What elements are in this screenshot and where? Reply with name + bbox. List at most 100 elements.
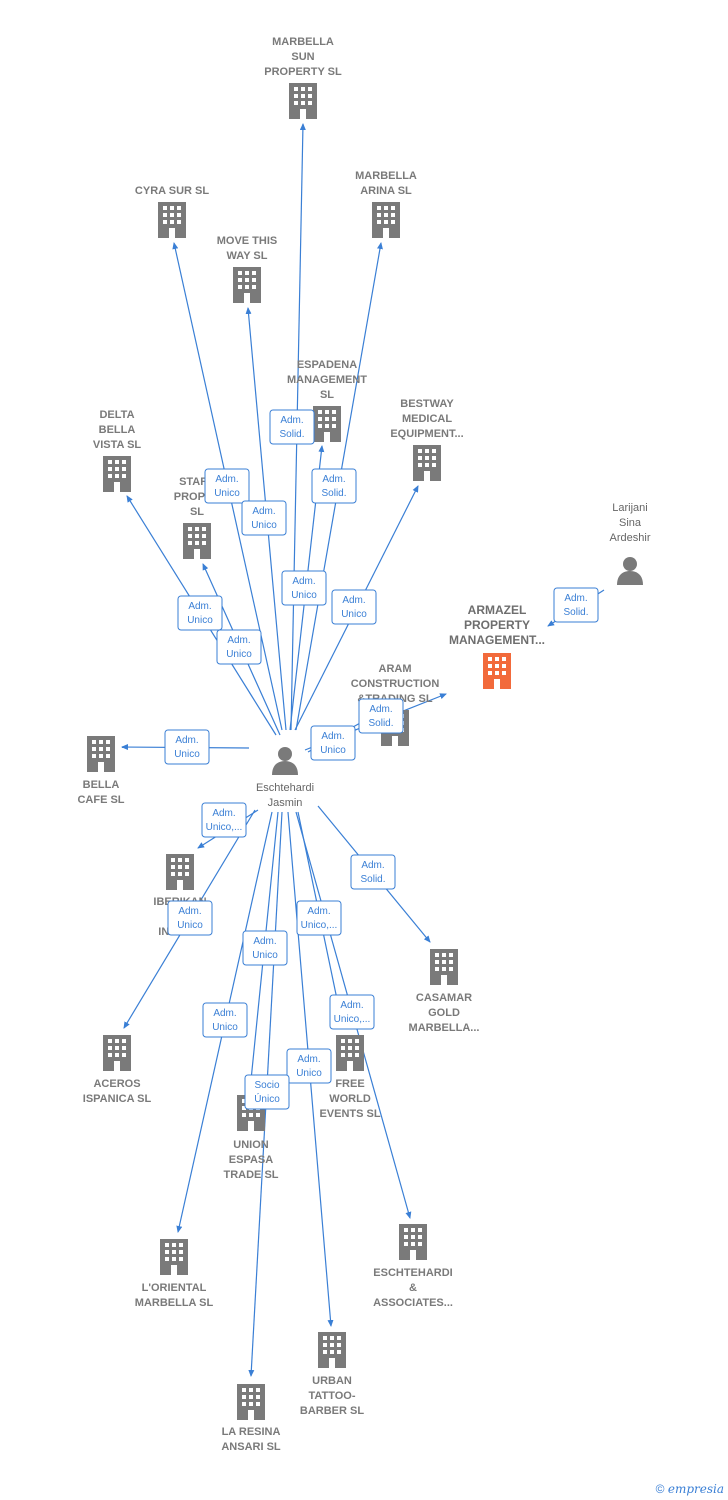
node-label-line: MARBELLA SL [135, 1297, 214, 1309]
node-eschtehardi-assoc[interactable]: ESCHTEHARDI&ASSOCIATES... [373, 1224, 453, 1309]
badge-label: Unico [177, 920, 203, 931]
badge-label: Adm. [188, 601, 211, 612]
node-label-line: ESPADENA [297, 359, 357, 371]
node-label-line: ASSOCIATES... [373, 1297, 453, 1309]
relation-badge[interactable]: Adm.Unico [216, 629, 262, 665]
relation-badge[interactable]: Adm.Unico [167, 900, 213, 936]
relation-badge[interactable]: Adm.Solid. [553, 587, 599, 623]
footer-brand[interactable]: © empresia [656, 1482, 724, 1496]
relation-badge[interactable]: Adm.Solid. [350, 854, 396, 890]
badge-label: Unico [174, 749, 200, 760]
node-label-line: ANSARI SL [221, 1441, 281, 1453]
relation-badge[interactable]: Adm.Unico [241, 500, 287, 536]
node-armazel[interactable]: ARMAZELPROPERTYMANAGEMENT... [449, 603, 545, 689]
node-label-line: ISPANICA SL [83, 1093, 152, 1105]
node-label-line: FREE [335, 1078, 364, 1090]
badge-label: Solid. [368, 718, 393, 729]
badge-label: Adm. [292, 576, 315, 587]
badge-label: Solid. [360, 874, 385, 885]
building-icon [183, 523, 211, 559]
building-icon [399, 1224, 427, 1260]
relation-badge[interactable]: Adm. Unico,... [201, 802, 247, 838]
node-label-line: Ardeshir [610, 532, 651, 544]
node-label-line: ACEROS [93, 1078, 140, 1090]
brand-logo: empresia [667, 1482, 724, 1496]
badge-box [242, 930, 288, 966]
badge-box [331, 589, 377, 625]
badge-label: Unico,... [206, 822, 243, 833]
badge-label: Unico [187, 615, 213, 626]
node-label-line: ARAM [379, 663, 412, 675]
relation-badge[interactable]: Adm.Solid. [269, 409, 315, 445]
node-label-line: Larijani [612, 502, 647, 514]
badge-label: Unico [341, 609, 367, 620]
badge-label: Solid. [563, 607, 588, 618]
relation-badge[interactable]: Adm.Unico [286, 1048, 332, 1084]
node-cyra-sur[interactable]: CYRA SUR SL [135, 185, 209, 238]
relation-badge[interactable]: Adm.Unico,... [296, 900, 342, 936]
badge-box [202, 1002, 248, 1038]
badge-label: Socio [254, 1080, 279, 1091]
node-label-line: SL [190, 506, 204, 518]
copyright-icon: © [655, 1482, 665, 1496]
node-aceros[interactable]: ACEROS ISPANICA SL [83, 1035, 152, 1105]
relation-badge[interactable]: Adm.Unico [202, 1002, 248, 1038]
badge-label: Unico [251, 520, 277, 531]
node-label-line: MANAGEMENT... [449, 633, 545, 647]
relation-badge[interactable]: Adm. Solid. [358, 698, 404, 734]
badge-label: Adm. [322, 474, 345, 485]
badge-box [310, 725, 356, 761]
badge-label: Adm. [253, 936, 276, 947]
node-bestway[interactable]: BESTWAYMEDICALEQUIPMENT... [390, 398, 464, 481]
node-label-line: SUN [291, 51, 314, 63]
relation-badge[interactable]: Adm.Unico [204, 468, 250, 504]
badge-label: Adm. [227, 635, 250, 646]
node-label-line: CONSTRUCTION [351, 678, 440, 690]
badge-box [296, 900, 342, 936]
node-label-line: Jasmin [268, 797, 303, 809]
building-icon [103, 456, 131, 492]
badge-label: Adm. [369, 704, 392, 715]
relation-badge[interactable]: Adm.Unico [242, 930, 288, 966]
person-icon [272, 747, 298, 775]
badge-label: Unico,... [334, 1014, 371, 1025]
node-label-line: Sina [619, 517, 642, 529]
relation-badge[interactable]: Adm. Unico [177, 595, 223, 631]
badge-label: Adm. [212, 808, 235, 819]
node-label-line: BARBER SL [300, 1405, 364, 1417]
relation-badge[interactable]: Adm.Unico [281, 570, 327, 606]
relation-badge[interactable]: Adm.Unico [164, 729, 210, 765]
relation-badge[interactable]: Adm.Unico [331, 589, 377, 625]
building-icon [237, 1384, 265, 1420]
node-label-line: & [409, 1282, 417, 1294]
building-icon [430, 949, 458, 985]
relation-badge[interactable]: Adm.Solid. [311, 468, 357, 504]
node-label-line: TRADE SL [224, 1169, 279, 1181]
badge-label: Unico [212, 1022, 238, 1033]
building-icon [372, 202, 400, 238]
badge-box [281, 570, 327, 606]
badge-box [358, 698, 404, 734]
building-icon [233, 267, 261, 303]
node-label-line: EVENTS SL [319, 1108, 380, 1120]
relation-badge[interactable]: Adm.Unico [310, 725, 356, 761]
node-label-line: BELLA [83, 779, 120, 791]
relation-badge[interactable]: Adm.Unico,... [329, 994, 375, 1030]
main-company-building-icon [483, 653, 511, 689]
node-casamar[interactable]: CASAMARGOLDMARBELLA... [409, 949, 480, 1034]
node-label-line: CASAMAR [416, 992, 472, 1004]
